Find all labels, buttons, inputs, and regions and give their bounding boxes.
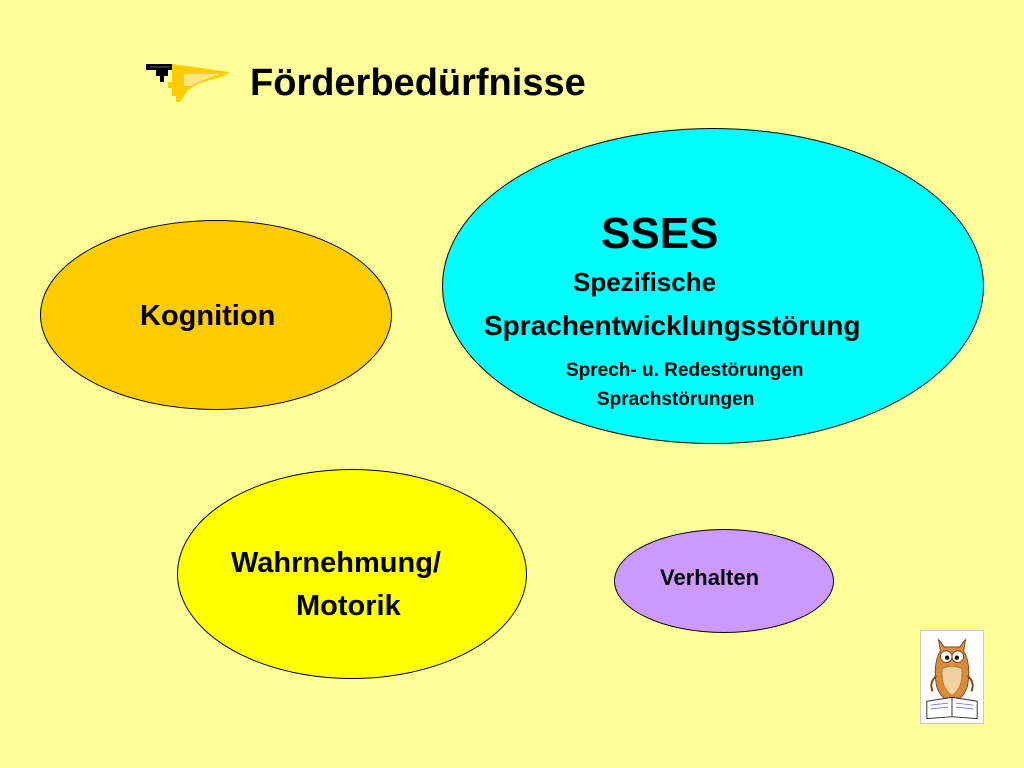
sses-ellipse: [442, 128, 984, 444]
wahrnehmung-ellipse: [177, 469, 527, 679]
kognition-label: Kognition: [140, 300, 276, 332]
sses-heading: SSES: [601, 209, 719, 258]
wahrnehmung-label-line2: Motorik: [296, 590, 401, 622]
kognition-ellipse: [40, 220, 392, 410]
page-title: Förderbedürfnisse: [250, 62, 586, 104]
sses-detail-line2: Sprachstörungen: [597, 389, 755, 410]
verhalten-label: Verhalten: [660, 565, 760, 590]
owl-reading-book-icon: [920, 630, 984, 724]
sses-subtitle-line1: Spezifische: [573, 267, 717, 297]
wahrnehmung-label-line1: Wahrnehmung/: [231, 547, 441, 579]
sses-subtitle-line2: Sprachentwicklungsstörung: [484, 310, 861, 341]
stepped-wedge-logo-icon: [146, 64, 230, 102]
sses-detail-line1: Sprech- u. Redestörungen: [566, 360, 804, 381]
verhalten-ellipse: [614, 529, 834, 633]
